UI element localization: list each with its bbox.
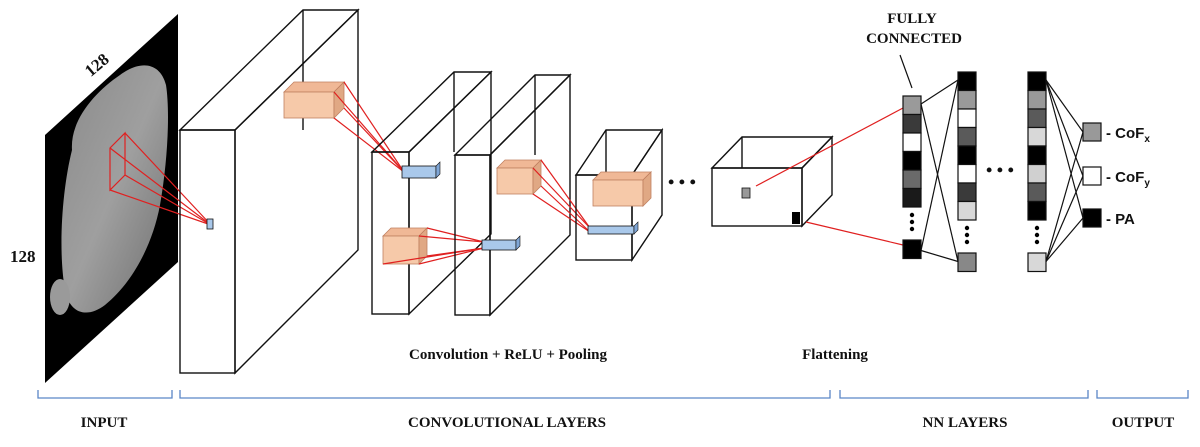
fc-dots xyxy=(909,219,915,225)
section-output: OUTPUT xyxy=(1112,415,1175,431)
fc-dots xyxy=(964,239,970,245)
conv-ellipsis: • • • xyxy=(668,172,696,192)
flattening-label: Flattening xyxy=(802,347,868,363)
feature-block xyxy=(587,221,639,235)
output-neuron xyxy=(1082,166,1102,186)
kernel-cube xyxy=(283,81,345,119)
fully-connected-label-1: FULLY xyxy=(887,11,937,27)
fc-dots xyxy=(1034,225,1040,231)
feature-block xyxy=(481,235,521,251)
fc-neuron xyxy=(1027,71,1047,92)
section-conv: CONVOLUTIONAL LAYERS xyxy=(408,415,606,431)
fc-dots xyxy=(964,232,970,238)
fc-neuron xyxy=(902,187,922,208)
fc-column xyxy=(1027,71,1047,273)
nn-ellipsis: • • • xyxy=(986,160,1014,180)
section-input: INPUT xyxy=(81,415,128,431)
fc-neuron xyxy=(1027,126,1047,147)
fully-connected-label-2: CONNECTED xyxy=(866,31,962,47)
output-node: - PA xyxy=(1082,208,1135,228)
fc-neuron xyxy=(902,150,922,171)
nn-layer-columns xyxy=(902,71,1047,273)
input-size-top: 128 xyxy=(81,50,113,81)
conv-relu-pool-label: Convolution + ReLU + Pooling xyxy=(409,347,607,363)
fc-neuron xyxy=(902,113,922,134)
output-nodes: - CoFx - CoFy - PA xyxy=(1045,79,1150,262)
flatten-cell xyxy=(741,187,751,199)
conv-layer-3 xyxy=(453,73,591,317)
fc-neuron xyxy=(1027,252,1047,273)
input-image xyxy=(45,14,212,383)
fc-neuron xyxy=(1027,145,1047,166)
fully-connected-pointer xyxy=(899,54,913,89)
fc-neuron xyxy=(957,145,977,166)
flattening-box xyxy=(710,107,904,246)
flatten-cell xyxy=(792,212,800,224)
fc-neuron xyxy=(902,132,922,153)
output-neuron xyxy=(1082,208,1102,228)
conv-layer-4 xyxy=(574,127,664,263)
fc-neuron xyxy=(957,89,977,110)
fc-neuron xyxy=(957,126,977,147)
fc-column xyxy=(902,95,922,260)
output-node: - CoFy xyxy=(1082,166,1150,189)
input-size-left: 128 xyxy=(10,247,36,266)
fc-neuron xyxy=(1027,108,1047,129)
output-label: - CoFx xyxy=(1106,125,1150,145)
fc-neuron xyxy=(957,71,977,92)
fc-neuron xyxy=(1027,182,1047,203)
fc-neuron xyxy=(1027,163,1047,184)
fc-neuron xyxy=(1027,89,1047,110)
kernel-cube xyxy=(592,171,652,207)
output-node: - CoFx xyxy=(1082,122,1150,145)
feature-cell xyxy=(206,218,214,230)
fc-column xyxy=(957,71,977,273)
nn-brace xyxy=(839,390,1089,399)
fc-neuron xyxy=(957,182,977,203)
section-nn: NN LAYERS xyxy=(923,415,1008,431)
fc-neuron xyxy=(957,108,977,129)
fc-dots xyxy=(909,212,915,218)
fc-connections xyxy=(920,79,959,263)
conv-layer-1 xyxy=(178,8,405,375)
fc-dots xyxy=(1034,232,1040,238)
output-neuron xyxy=(1082,122,1102,142)
fc-neuron xyxy=(957,200,977,221)
output-label: - CoFy xyxy=(1106,169,1150,189)
fc-dots xyxy=(964,225,970,231)
output-label: - PA xyxy=(1106,211,1135,228)
fc-dots xyxy=(909,226,915,232)
output-brace xyxy=(1096,390,1189,399)
fc-dots xyxy=(1034,239,1040,245)
kernel-cube xyxy=(496,159,542,195)
conv-brace xyxy=(179,390,831,399)
fc-neuron xyxy=(902,239,922,260)
fc-neuron xyxy=(902,169,922,190)
fc-neuron xyxy=(957,252,977,273)
input-brace xyxy=(37,390,173,399)
feature-block xyxy=(401,161,441,179)
conv-layer-2 xyxy=(370,70,493,316)
fc-neuron xyxy=(1027,200,1047,221)
fc-neuron xyxy=(902,95,922,116)
fc-neuron xyxy=(957,163,977,184)
